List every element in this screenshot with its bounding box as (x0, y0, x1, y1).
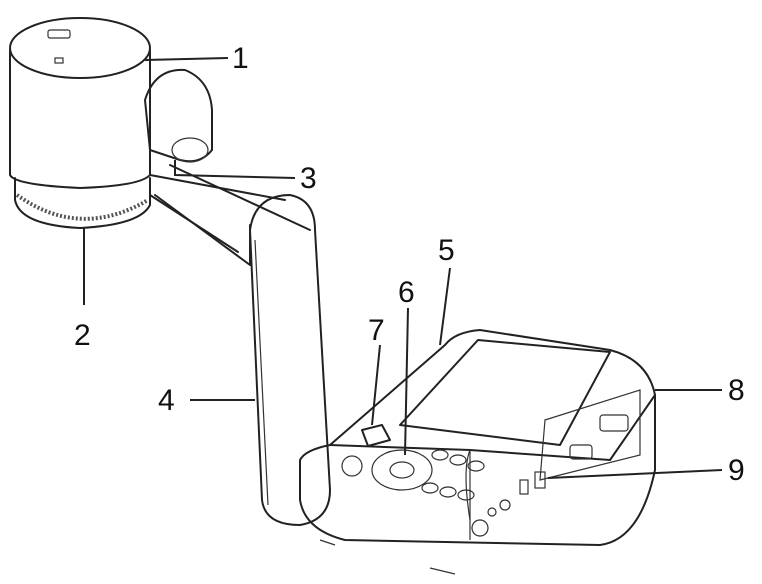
callout-4: 4 (158, 384, 175, 417)
callout-9: 9 (728, 454, 745, 487)
callout-1: 1 (232, 42, 249, 75)
callout-5: 5 (438, 234, 455, 267)
base-unit (299, 329, 656, 575)
port-icon (599, 414, 629, 432)
port-icon (569, 444, 593, 460)
callout-8: 8 (728, 374, 745, 407)
callout-7: 7 (368, 314, 385, 347)
port-icon (487, 507, 497, 517)
callout-2: 2 (74, 319, 91, 352)
callout-3: 3 (300, 162, 317, 195)
usb-port-icon (519, 479, 529, 495)
lens-focus-ring-icon (15, 193, 150, 221)
power-button-icon (341, 455, 363, 477)
usb-port-icon (534, 471, 546, 489)
power-port-icon (471, 519, 489, 537)
port-icon (499, 499, 511, 511)
lamp-switch-icon (361, 424, 391, 447)
logo-mark-icon (47, 29, 71, 39)
camera-head (9, 17, 213, 229)
support-arm (149, 164, 311, 266)
leader-lines (83, 57, 723, 479)
callout-6: 6 (398, 276, 415, 309)
control-pad-icon (371, 449, 433, 491)
vertical-arm (249, 194, 331, 526)
callout-labels: 1 2 3 4 5 6 7 8 9 (74, 42, 745, 487)
